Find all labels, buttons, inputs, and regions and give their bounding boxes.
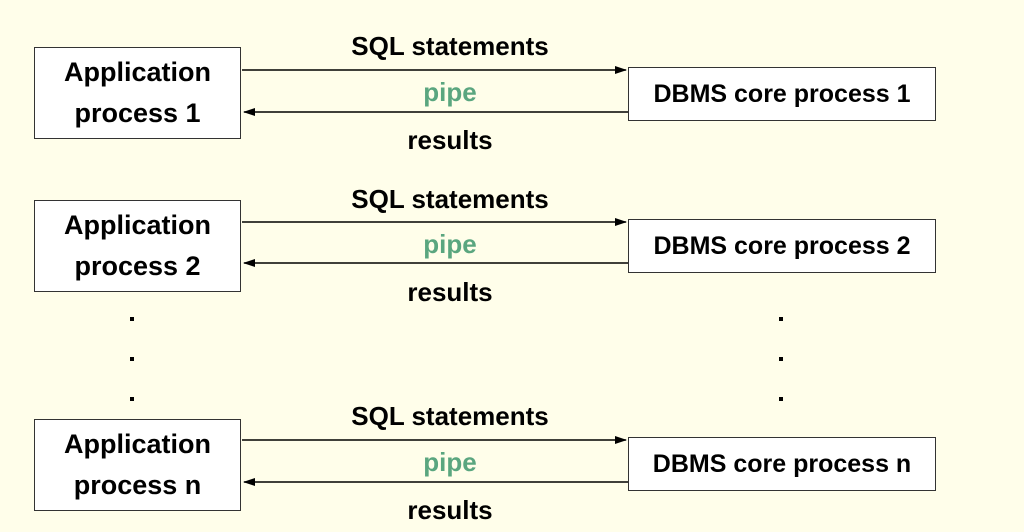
- application-process-n-box: Application process n: [34, 419, 241, 511]
- application-process-2-box: Application process 2: [34, 200, 241, 292]
- app-label-line1: Application: [64, 210, 211, 240]
- dbms-label: DBMS core process 1: [653, 79, 911, 108]
- pipe-label: pipe: [423, 447, 477, 477]
- ellipsis-dot: [779, 397, 783, 401]
- pipe-label: pipe: [423, 229, 477, 259]
- sql-statements-label: SQL statements: [351, 401, 549, 431]
- dbms-label: DBMS core process n: [652, 449, 912, 478]
- app-label-line1: Application: [64, 429, 211, 459]
- app-label-line2: process n: [73, 470, 202, 500]
- ellipsis-dot: [130, 317, 134, 321]
- sql-statements-label: SQL statements: [351, 184, 549, 214]
- app-label-line2: process 2: [74, 251, 201, 281]
- app-label-line1: Application: [64, 57, 211, 87]
- ellipsis-dot: [130, 357, 134, 361]
- results-label: results: [407, 125, 493, 155]
- results-label: results: [407, 495, 493, 525]
- application-process-1-box: Application process 1: [34, 47, 241, 139]
- pipe-label: pipe: [423, 77, 477, 107]
- dbms-label: DBMS core process 2: [653, 231, 911, 260]
- ellipsis-dot: [779, 357, 783, 361]
- dbms-core-process-1-box: DBMS core process 1: [628, 67, 936, 121]
- app-label-line2: process 1: [74, 98, 201, 128]
- ellipsis-dot: [130, 397, 134, 401]
- sql-statements-label: SQL statements: [351, 31, 549, 61]
- dbms-core-process-2-box: DBMS core process 2: [628, 219, 936, 273]
- results-label: results: [407, 277, 493, 307]
- dbms-core-process-n-box: DBMS core process n: [628, 437, 936, 491]
- ellipsis-dot: [779, 317, 783, 321]
